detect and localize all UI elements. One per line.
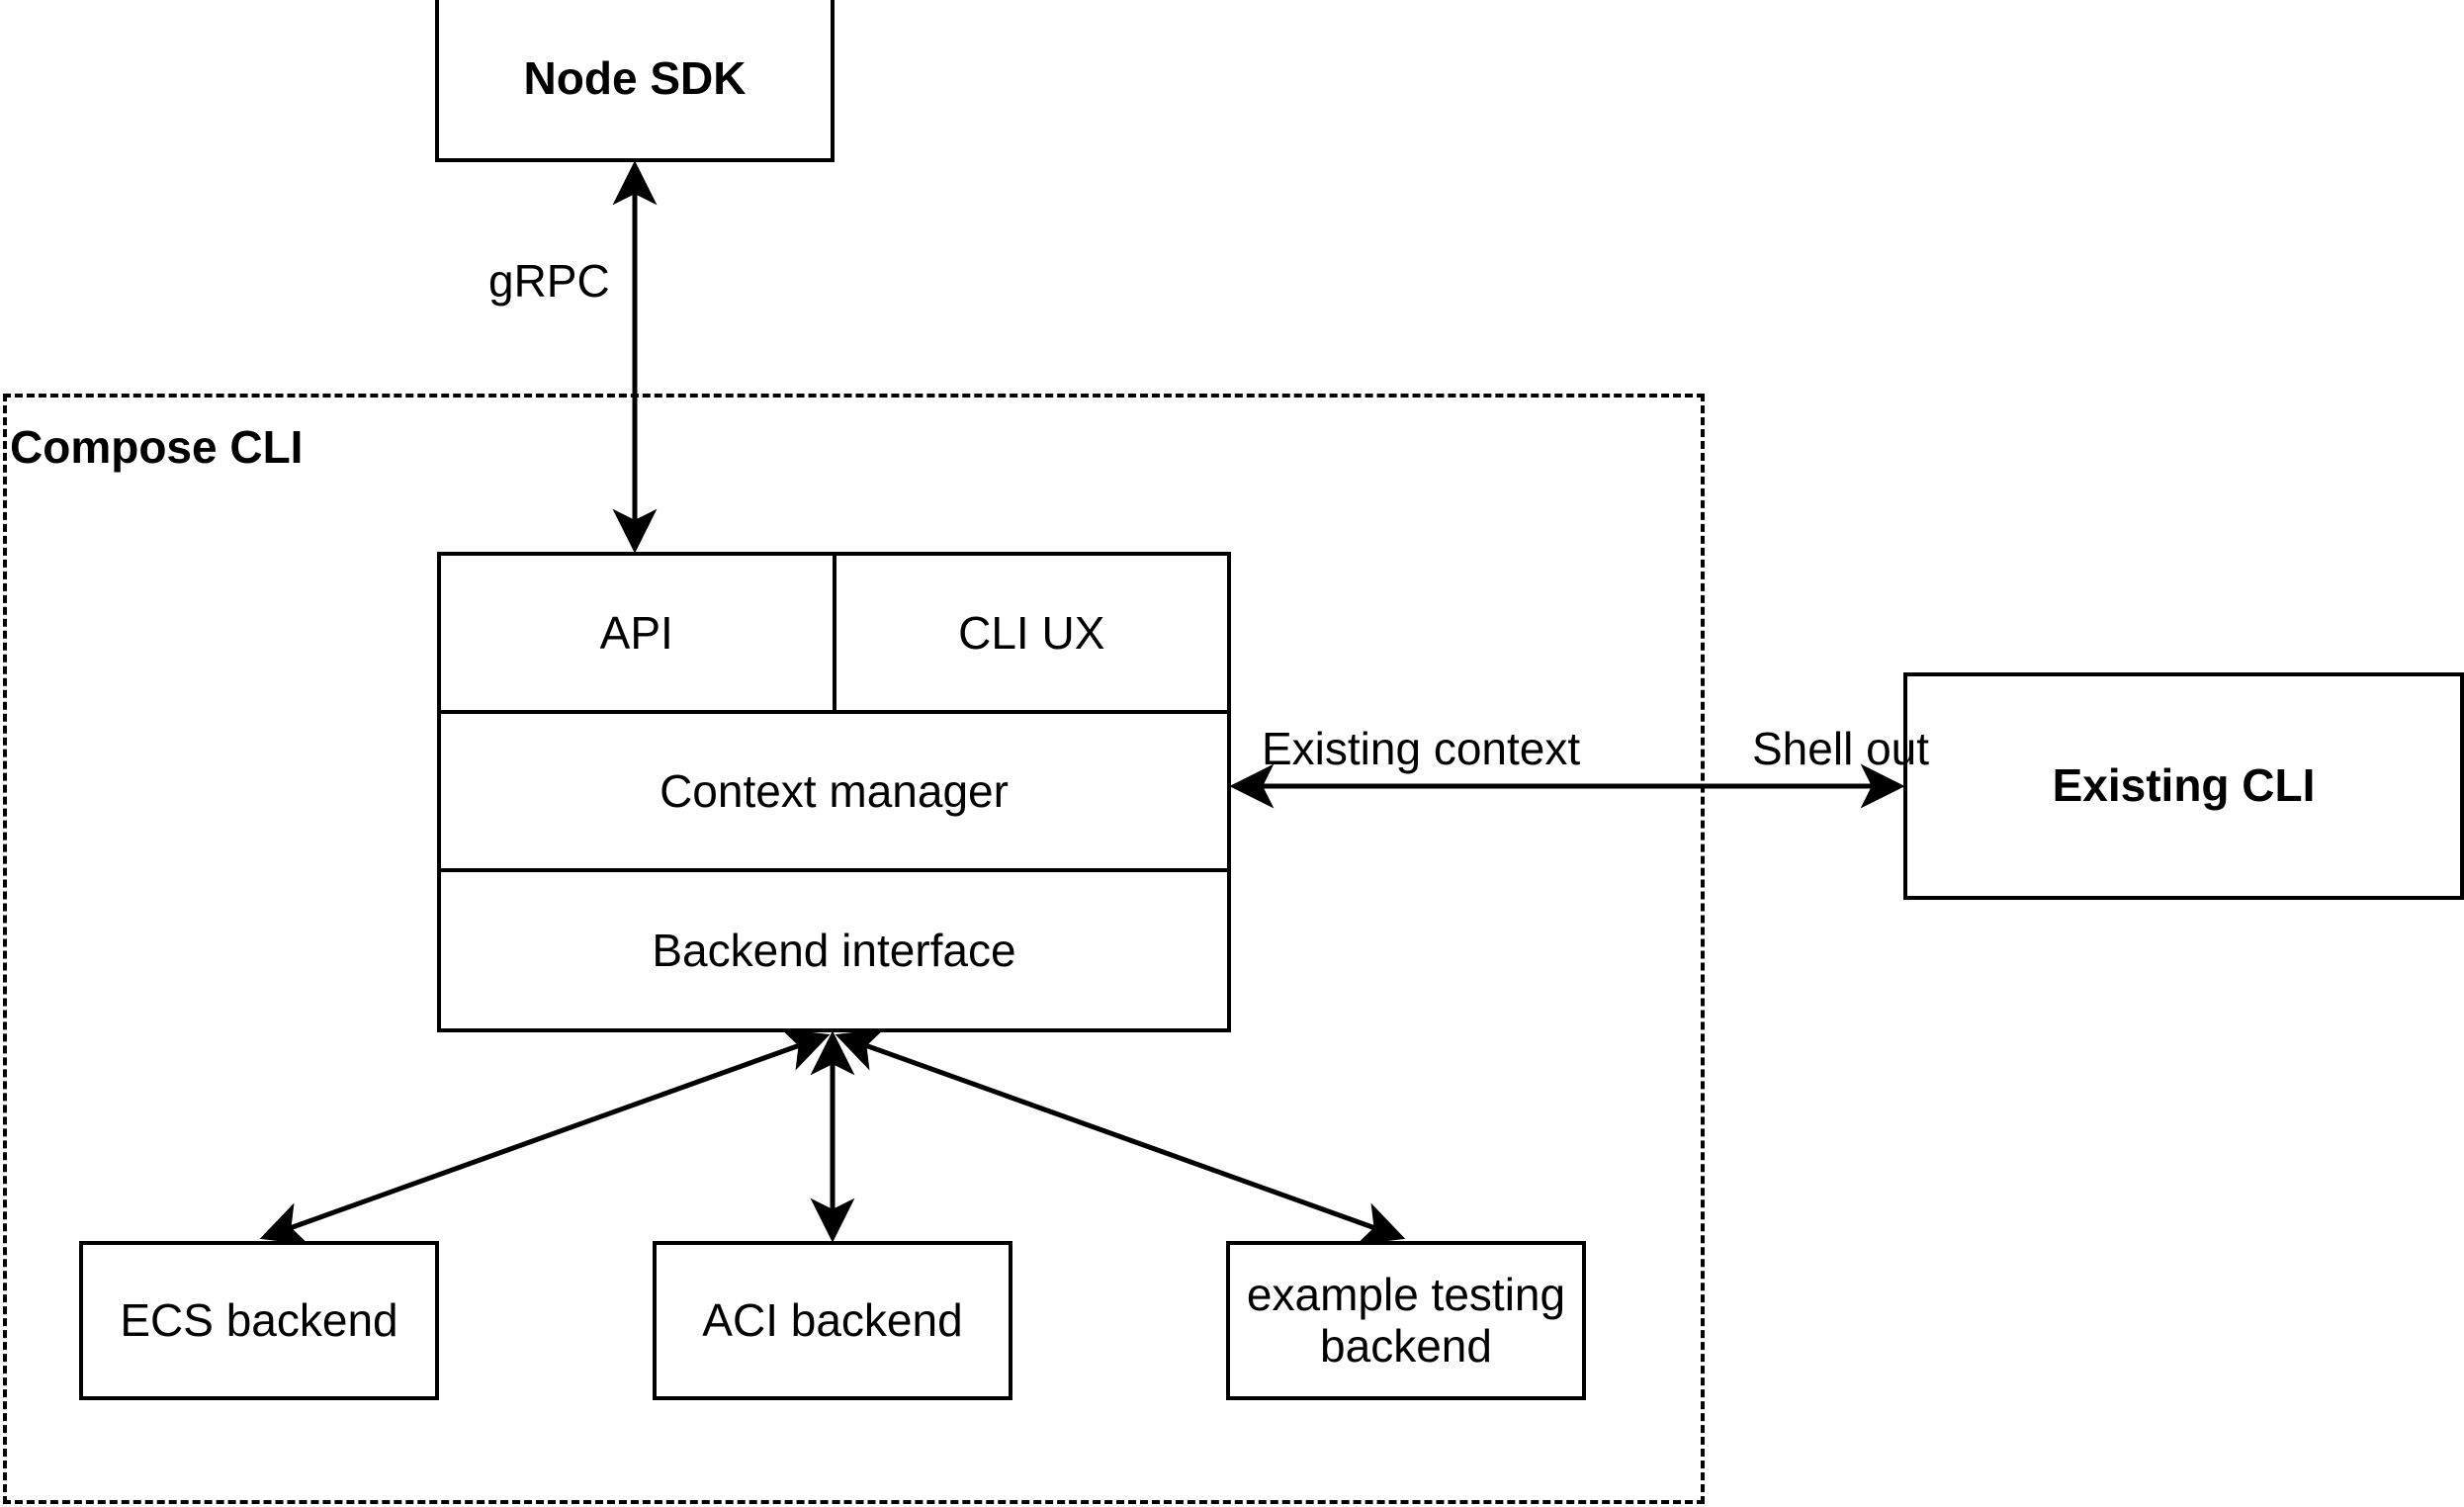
compose-cli-group-boundary [3,394,1705,1504]
aci-backend-box[interactable]: ACI backend [653,1241,1012,1400]
existing-cli-box[interactable]: Existing CLI [1903,672,2464,900]
existing-context-edge-label: Existing context [1262,723,1581,774]
existing-cli-label: Existing CLI [2052,759,2316,812]
shell-out-edge-label: Shell out [1752,723,1930,774]
compose-cli-group-label: Compose CLI [10,421,304,473]
cli-ux-label: CLI UX [958,607,1105,659]
grpc-edge-label: gRPC [488,255,610,307]
compose-cli-core-stack: API CLI UX Context manager Backend inter… [437,552,1231,1032]
aci-backend-label: ACI backend [702,1293,963,1346]
cli-ux-cell[interactable]: CLI UX [836,556,1228,710]
stack-row-context-manager: Context manager [441,714,1227,872]
node-sdk-label: Node SDK [523,52,747,105]
api-label: API [599,607,673,659]
stack-row-api-cliux: API CLI UX [441,556,1227,714]
backend-interface-cell[interactable]: Backend interface [441,872,1227,1028]
backend-interface-label: Backend interface [652,925,1016,976]
context-manager-label: Context manager [660,765,1009,817]
stack-row-backend-interface: Backend interface [441,872,1227,1028]
context-manager-cell[interactable]: Context manager [441,714,1227,868]
example-testing-backend-label: example testing backend [1246,1268,1566,1372]
ecs-backend-box[interactable]: ECS backend [79,1241,439,1400]
example-testing-backend-box[interactable]: example testing backend [1226,1241,1586,1400]
api-cell[interactable]: API [441,556,836,710]
node-sdk-box[interactable]: Node SDK [435,0,835,162]
ecs-backend-label: ECS backend [120,1293,398,1346]
